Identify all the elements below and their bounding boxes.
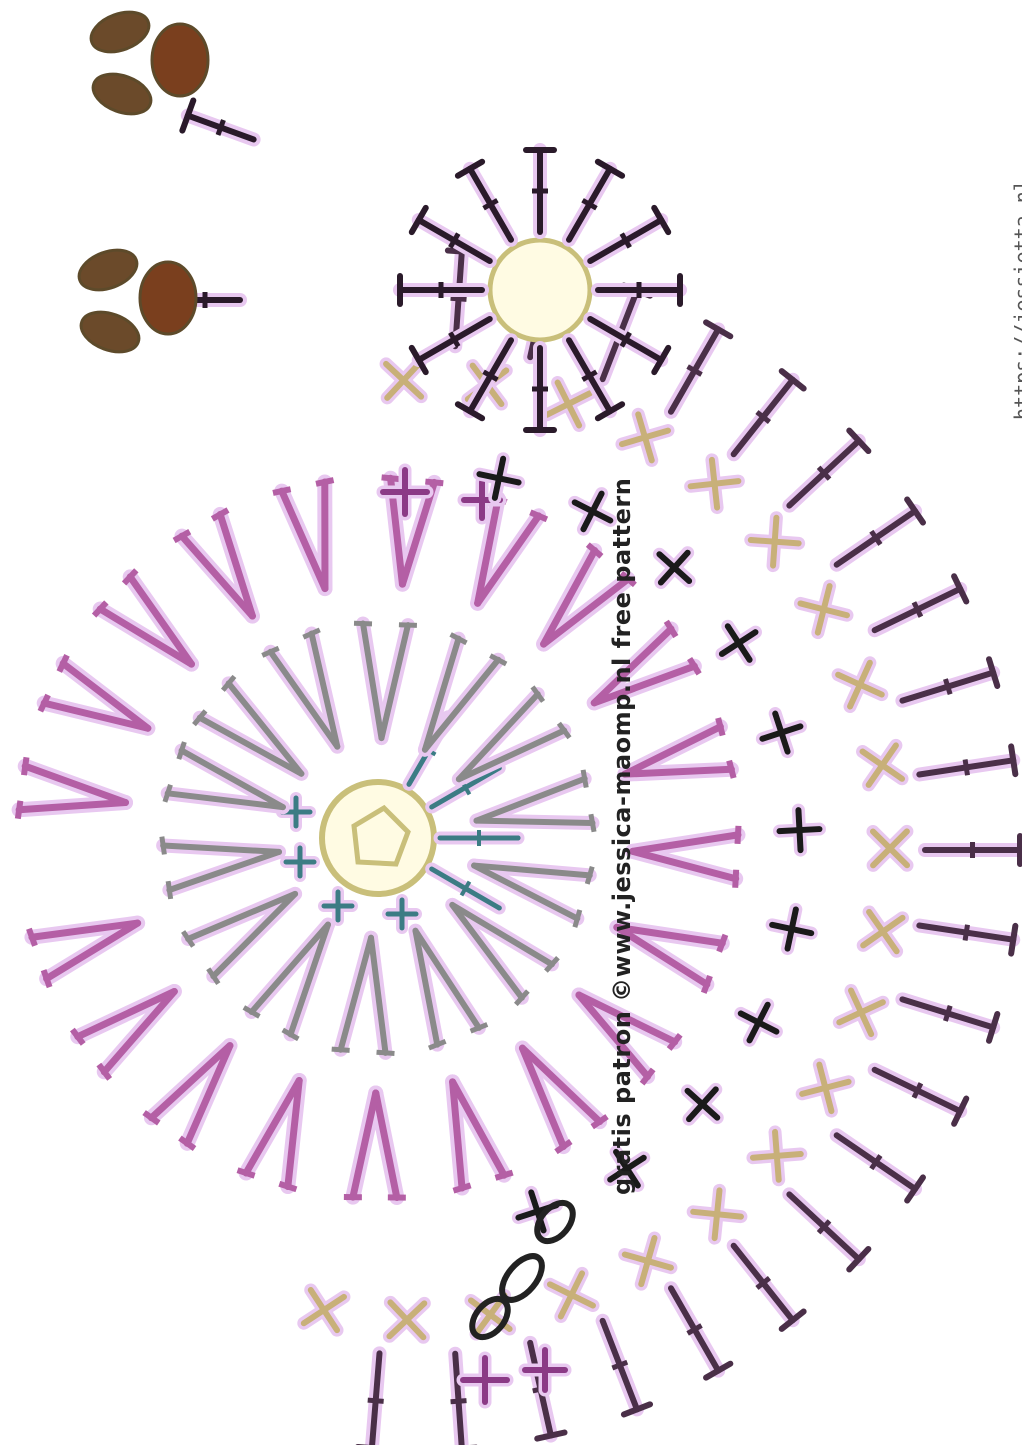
vee-stitch [381, 625, 407, 738]
vee-stitch [476, 821, 592, 823]
bobble-stitch [152, 24, 208, 96]
vee-stitch [476, 779, 584, 821]
magic-ring [322, 782, 434, 894]
ear-ovals [74, 5, 208, 359]
vee-stitch [169, 852, 279, 890]
vee-stitch [633, 851, 736, 878]
sc-stitch [773, 518, 776, 566]
chain-stitch [495, 1249, 550, 1307]
vee-stitch [353, 1093, 376, 1197]
sc-stitch [798, 810, 800, 850]
magic-ring-small [490, 240, 590, 340]
vee-stitch [625, 769, 732, 774]
sc-stitch [753, 1154, 801, 1158]
watermark-text: gratis patron ©www.jessica-maomp.nl free… [608, 478, 636, 1195]
source-url: https://jessietta.nl [1010, 179, 1022, 420]
vee-stitch [341, 938, 371, 1050]
vee-stitch [25, 766, 125, 802]
bobble-stitch [140, 262, 196, 334]
